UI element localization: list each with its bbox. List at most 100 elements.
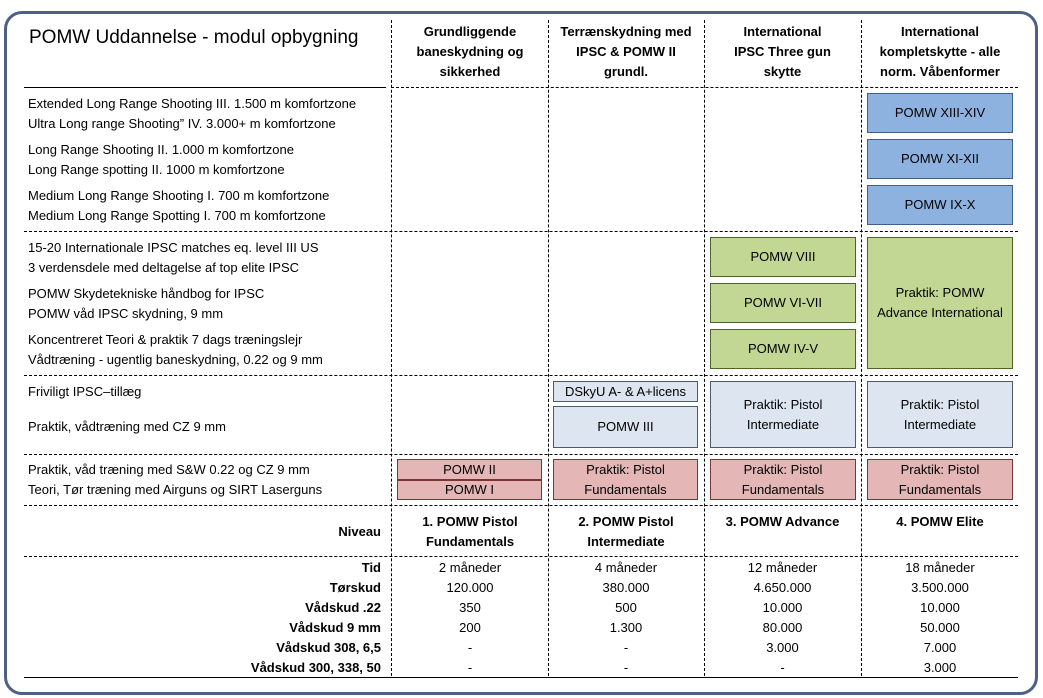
module-label: Praktik: Pistol [586,461,665,477]
page-title: POMW Uddannelse - modul opbygning [29,27,359,48]
level-2: 2. POMW Pistol Intermediate [548,512,704,552]
module-label: POMW III [597,419,654,434]
stats-row-label: Vådskud .22 [305,600,381,615]
stats-row: Vådskud .22 350 500 10.000 10.000 [0,598,1043,618]
column-header-4: International kompletskytte - alle norm.… [861,22,1019,82]
stats-cell: - [467,660,473,675]
row-description: Long Range spotting II. 1000 m komfortzo… [28,162,285,177]
row-description: Praktik, våd træning med S&W 0.22 og CZ … [28,462,310,477]
module-label: Fundamentals [741,481,825,497]
section-divider [24,375,1018,376]
row-description: Medium Long Range Shooting I. 700 m komf… [28,188,330,203]
stats-row: Tid 2 måneder 4 måneder 12 måneder 18 må… [0,558,1043,578]
row-description: Ultra Long range Shooting” IV. 3.000+ m … [28,116,336,131]
module-box-pomw-iii: POMW III [553,406,698,448]
header-rule [391,87,1018,88]
row-description: Vådtræning - ugentlig baneskydning, 0.22… [28,352,323,367]
stats-cell: - [780,660,785,675]
module-label: Intermediate [746,416,820,432]
module-box-pistol-intermediate: Praktik: Pistol Intermediate [710,381,856,448]
row-description: 3 verdensdele med deltagelse af top elit… [28,260,300,275]
stats-cell: 500 [615,600,637,615]
stats-cell: 350 [459,600,481,615]
section-divider [24,505,1018,506]
header-rule [24,87,386,88]
module-box-pomw-viii: POMW VIII [710,237,856,277]
stats-row: Vådskud 9 mm 200 1.300 80.000 50.000 [0,618,1043,638]
stats-row: Tørskud 120.000 380.000 4.650.000 3.500.… [0,578,1043,598]
column-header-line: International [900,24,979,39]
column-header-line: IPSC Three gun [734,44,831,59]
module-box-pistol-fundamentals: Praktik: Pistol Fundamentals [553,459,698,500]
module-label: POMW II [443,461,496,477]
column-header-line: grundl. [603,64,649,79]
stats-cell: 12 måneder [747,560,818,575]
level-4: 4. POMW Elite [861,512,1019,532]
module-box-pistol-fundamentals: Praktik: Pistol Fundamentals [710,459,856,500]
stats-cell: 2 måneder [438,560,502,575]
level-line: Fundamentals [425,534,515,549]
row-description: Friviligt IPSC–tillæg [28,384,142,399]
stats-cell: - [623,660,629,675]
stats-cell: 200 [459,620,481,635]
stats-cell: 3.000 [923,660,957,675]
column-header-1: Grundliggende baneskydning og sikkerhed [392,22,548,82]
module-box-pomw-ix-x: POMW IX-X [867,185,1013,225]
stats-cell: 4 måneder [594,560,658,575]
row-description: POMW Skydetekniske håndbog for IPSC [28,286,265,301]
column-divider [548,20,549,676]
level-line: 2. POMW Pistol [578,514,674,529]
module-label: DSkyU A- & A+licens [564,383,687,399]
stats-cell: 1.300 [609,620,643,635]
row-description: Koncentreret Teori & praktik 7 dags træn… [28,332,303,347]
module-box-pomw-iv-v: POMW IV-V [710,329,856,369]
module-label: POMW VIII [750,249,816,264]
module-label: Advance International [877,305,1003,320]
stats-row-label: Tid [361,560,381,575]
row-description: POMW våd IPSC skydning, 9 mm [28,306,224,321]
level-3: 3. POMW Advance [704,512,861,532]
module-label: Praktik: POMW [895,285,985,300]
module-box-pomw-xi-xii: POMW XI-XII [867,139,1013,179]
row-description: Medium Long Range Spotting I. 700 m komf… [28,208,326,223]
module-label: POMW XI-XII [901,151,979,166]
column-header-line: Terrænskydning med [560,24,692,39]
stats-row-label: Vådskud 308, 6,5 [276,640,381,655]
section-divider [24,231,1018,232]
document-frame [4,11,1038,695]
row-description: Praktik, vådtræning med CZ 9 mm [28,419,226,434]
section-divider [24,454,1018,455]
stats-cell: 80.000 [762,620,803,635]
stats-cell: - [467,640,473,655]
stats-cell: 50.000 [920,620,960,635]
module-label: POMW VI-VII [744,295,822,310]
stats-cell: 10.000 [920,600,960,615]
stats-row-label: Tørskud [329,580,381,595]
column-header-line: Grundliggende [423,24,517,39]
stats-row-label: Vådskud 300, 338, 50 [250,660,381,675]
module-label: Intermediate [903,416,977,432]
stats-cell: 3.000 [766,640,799,655]
level-line: 3. POMW Advance [725,514,840,529]
row-description: Extended Long Range Shooting III. 1.500 … [28,96,357,111]
column-divider [704,20,705,676]
row-description: Long Range Shooting II. 1.000 m komfortz… [28,142,294,157]
column-header-line: International [743,24,822,39]
column-divider [861,20,862,676]
section-divider [24,556,1018,557]
module-box-pistol-fundamentals: Praktik: Pistol Fundamentals [867,459,1013,500]
module-box-praktik-advance: Praktik: POMW Advance International [867,237,1013,369]
column-divider [391,20,392,676]
column-header-line: skytte [763,64,802,79]
stats-cell: 120.000 [446,580,494,595]
module-label: Praktik: Pistol [900,396,980,412]
module-box-pomw-ii: POMW II [397,459,542,480]
column-header-2: Terrænskydning med IPSC & POMW II grundl… [548,22,704,82]
module-label: Fundamentals [898,481,982,497]
stats-cell: 7.000 [923,640,957,655]
column-header-3: International IPSC Three gun skytte [704,22,861,82]
stats-row: Vådskud 308, 6,5 - - 3.000 7.000 [0,638,1043,658]
stats-cell: 10.000 [762,600,803,615]
module-box-pomw-vi-vii: POMW VI-VII [710,283,856,323]
bottom-rule [24,677,1018,678]
